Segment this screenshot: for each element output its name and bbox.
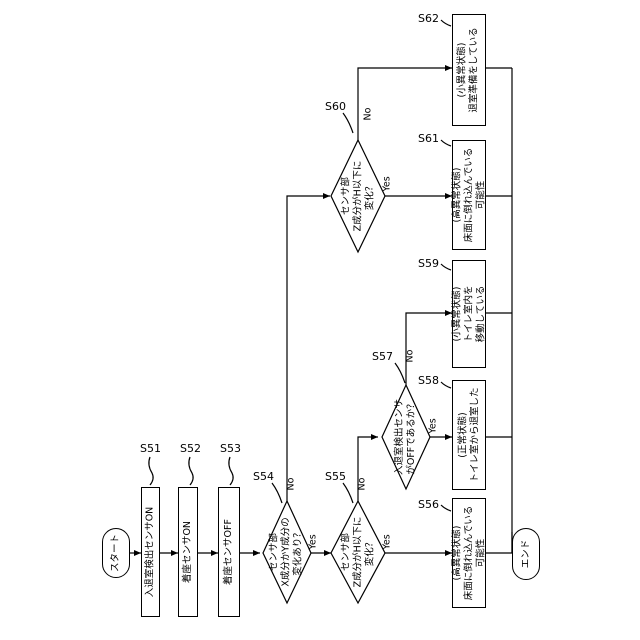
s54-line1: センサ部 xyxy=(269,517,281,586)
s56-line1: (高異常状態) xyxy=(451,506,463,601)
step-s51-text: 入退室検出センサON xyxy=(145,507,157,598)
s55-line3: 変化？ xyxy=(364,517,376,588)
s56-line2: 床面に倒れ込んでいる xyxy=(463,506,475,601)
label-s52: S52 xyxy=(180,442,201,455)
s61-line2: 床面に倒れ込んでいる xyxy=(463,148,475,243)
s56-line3: 可能性 xyxy=(475,506,487,601)
step-s58-box: (正常状態) トイレ室から退室した xyxy=(452,380,486,490)
s60-line2: Z成分がH以下に xyxy=(352,161,364,232)
label-s61: S61 xyxy=(418,132,439,145)
decision-s57: 入退室検出センサ がOFFであるか？ xyxy=(382,385,430,489)
label-s58: S58 xyxy=(418,374,439,387)
s60-no-label: No xyxy=(362,108,374,121)
s58-line2: トイレ室から退室した xyxy=(469,387,481,482)
start-label: スタート xyxy=(110,534,122,572)
s61-line3: 可能性 xyxy=(475,148,487,243)
s59-line3: 移動している xyxy=(475,285,487,342)
s60-line3: 変化？ xyxy=(364,161,376,232)
step-s59-box: (小異常状態) トイレ室内を 移動している xyxy=(452,260,486,368)
s57-line2: がOFFであるか？ xyxy=(406,399,418,475)
step-s53-text: 着座センサOFF xyxy=(223,519,235,585)
label-s62: S62 xyxy=(418,12,439,25)
s61-line1: (高異常状態) xyxy=(451,148,463,243)
s62-line2: 退室準備をしている xyxy=(469,27,481,112)
s54-line3: 変化あり？ xyxy=(293,517,305,586)
s57-line1: 入退室検出センサ xyxy=(394,399,406,475)
step-s61-box: (高異常状態) 床面に倒れ込んでいる 可能性 xyxy=(452,140,486,250)
step-s52-box: 着座センサON xyxy=(178,487,198,617)
s60-yes-label: Yes xyxy=(382,176,394,191)
label-s53: S53 xyxy=(220,442,241,455)
s58-line1: (正常状態) xyxy=(457,387,469,482)
s59-line1: (小異常状態) xyxy=(451,285,463,342)
s57-no-label: No xyxy=(404,350,416,363)
label-s56: S56 xyxy=(418,498,439,511)
label-s59: S59 xyxy=(418,257,439,270)
label-s57: S57 xyxy=(372,350,393,363)
step-s56-box: (高異常状態) 床面に倒れ込んでいる 可能性 xyxy=(452,498,486,608)
s62-line1: (小異常状態) xyxy=(457,27,469,112)
s60-line1: センサ部 xyxy=(340,161,352,232)
s54-no-label: No xyxy=(285,478,297,491)
s55-no-label: No xyxy=(356,478,368,491)
start-terminal: スタート xyxy=(102,528,130,578)
s55-line2: Z成分がH以下に xyxy=(352,517,364,588)
label-s51: S51 xyxy=(140,442,161,455)
end-label: エンド xyxy=(520,540,532,569)
end-terminal: エンド xyxy=(512,528,540,580)
s55-line1: センサ部 xyxy=(340,517,352,588)
step-s53-box: 着座センサOFF xyxy=(218,487,240,617)
decision-s55: センサ部 Z成分がH以下に 変化？ xyxy=(331,501,385,603)
step-s62-box: (小異常状態) 退室準備をしている xyxy=(452,14,486,126)
s54-line2: X成分かY成分の xyxy=(281,517,293,586)
decision-s60: センサ部 Z成分がH以下に 変化？ xyxy=(331,140,385,252)
s59-line2: トイレ室内を xyxy=(463,285,475,342)
step-s51-box: 入退室検出センサON xyxy=(141,487,160,617)
decision-s54: センサ部 X成分かY成分の 変化あり？ xyxy=(263,501,311,603)
label-s55: S55 xyxy=(325,470,346,483)
s54-yes-label: Yes xyxy=(308,534,320,549)
label-s54: S54 xyxy=(253,470,274,483)
step-s52-text: 着座センサON xyxy=(182,521,194,583)
s55-yes-label: Yes xyxy=(382,534,394,549)
label-s60: S60 xyxy=(325,100,346,113)
s57-yes-label: Yes xyxy=(428,418,440,433)
